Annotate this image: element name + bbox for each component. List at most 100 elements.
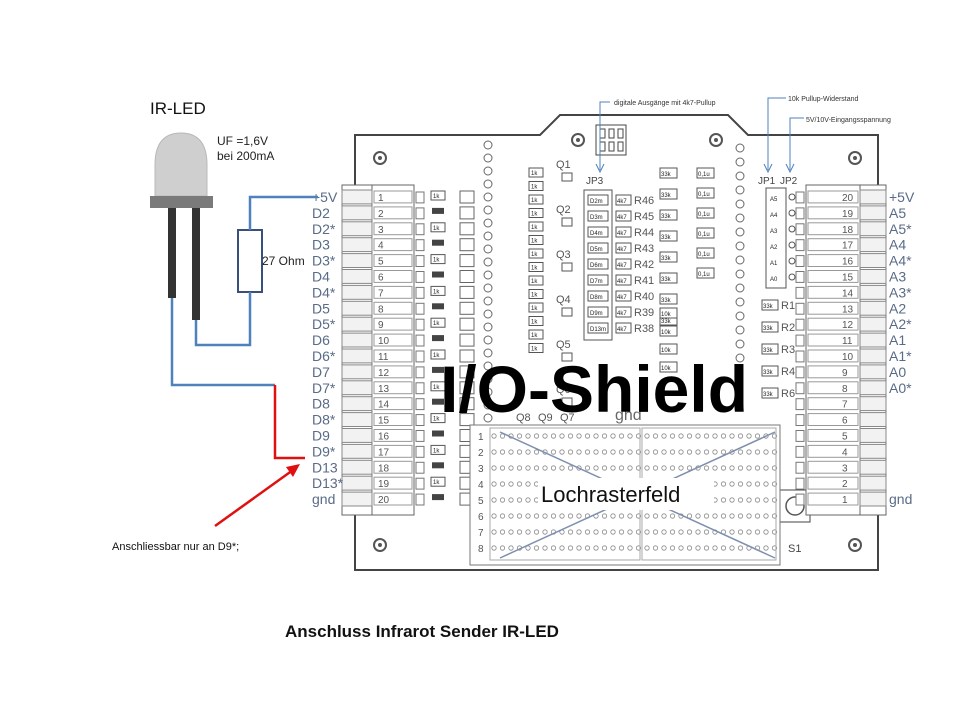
- diode: [432, 239, 444, 246]
- header-pad: [483, 270, 493, 280]
- right-terminal-cell: [807, 206, 859, 220]
- right-pin-label: A3*: [889, 284, 912, 300]
- perfboard-hole: [729, 481, 735, 487]
- right-row-number: 5: [842, 432, 848, 443]
- header-pad-right: [735, 157, 745, 167]
- perfboard-hole: [652, 449, 659, 455]
- jp3-pin-label: D9m: [590, 311, 603, 317]
- right-terminal-cell: [807, 492, 859, 506]
- resistor-33k: [659, 209, 678, 221]
- resistor-33k-label: 33k: [661, 193, 672, 199]
- perfboard-hole: [729, 545, 735, 551]
- perfboard-hole: [550, 545, 557, 551]
- transistor-label: Q2: [556, 204, 571, 216]
- resistor-1k-label: 1k: [433, 448, 440, 454]
- resistor-33k-label: 33k: [661, 277, 672, 283]
- resistor-4k7: [615, 210, 632, 222]
- perfboard-hole: [559, 513, 565, 519]
- resistor-ref-label: R41: [634, 275, 654, 287]
- resistor-1k-mid: [528, 208, 544, 218]
- perfboard-hole: [601, 449, 608, 455]
- perfboard-hole: [516, 481, 523, 487]
- resistor-1k-mid: [528, 181, 544, 191]
- left-row-number: 14: [378, 400, 390, 411]
- right-pin-label: A5*: [889, 221, 912, 237]
- left-terminal-cell: [373, 492, 413, 506]
- jp3-pin-label: D2m: [590, 199, 603, 205]
- left-terminal-cell: [373, 429, 413, 442]
- resistor-10k: [659, 307, 678, 319]
- header-pad-right: [735, 199, 745, 209]
- resistor-ref-label: R40: [634, 291, 654, 303]
- right-terminal-slot: [859, 284, 887, 300]
- perfboard-hole: [644, 449, 650, 455]
- resistor-4k7-label: 4k7: [617, 215, 627, 221]
- perfboard-hole: [763, 481, 769, 487]
- ir-led: [150, 132, 213, 320]
- perfboard-hole: [499, 513, 506, 519]
- perfboard-hole: [491, 529, 497, 535]
- header-pad: [483, 361, 493, 371]
- perfboard-hole: [533, 465, 540, 471]
- perfboard-hole: [593, 449, 599, 455]
- left-terminal-slot: [341, 189, 373, 205]
- header-pad: [483, 374, 493, 384]
- resistor-4k7: [615, 258, 632, 270]
- perfboard-hole: [601, 433, 608, 439]
- transistor: [561, 217, 573, 227]
- right-terminal-cell: [807, 381, 859, 395]
- resistor-4k7-label: 4k7: [617, 279, 627, 285]
- led-socket: [459, 285, 475, 299]
- right-terminal-cell: [807, 429, 859, 442]
- perfboard-hole: [746, 529, 752, 535]
- jp1-pin-label: A4: [770, 213, 778, 219]
- left-pin-pad: [415, 334, 425, 347]
- left-terminal-slot: [341, 459, 373, 475]
- perfboard-hole: [618, 433, 625, 439]
- note-input-voltage: 5V/10V-Eingangsspannung: [806, 117, 891, 124]
- left-pin-pad: [415, 239, 425, 252]
- wire-resistor-to-5v: [248, 195, 318, 230]
- left-row-number: 6: [378, 273, 384, 284]
- perfboard-hole: [499, 449, 506, 455]
- right-terminal-cell: [807, 270, 859, 283]
- perfboard-hole: [627, 529, 633, 535]
- right-terminal-cell: [807, 460, 859, 474]
- jp3-pin: [587, 290, 609, 302]
- perfboard-hole: [567, 465, 574, 471]
- resistor-10k-label: 10k: [661, 312, 672, 318]
- left-pin-pad: [415, 382, 425, 395]
- led-socket: [459, 254, 475, 268]
- right-pin-label: A4*: [889, 253, 912, 269]
- resistor-33k-right: [761, 365, 779, 377]
- left-pin-label: D2*: [312, 221, 336, 237]
- right-row-number: 6: [842, 416, 848, 427]
- top-header-pins: [599, 128, 624, 152]
- perfboard-hole: [737, 497, 744, 503]
- left-row-number: 15: [378, 416, 390, 427]
- header-pad: [483, 166, 493, 176]
- resistor-33k: [659, 167, 678, 179]
- perfboard-hole: [763, 545, 769, 551]
- capacitor: [696, 227, 715, 239]
- resistor-1k-mid-label: 1k: [531, 293, 538, 299]
- left-pin-pad: [415, 445, 425, 458]
- perfboard-hole: [601, 465, 608, 471]
- right-pin-pad: [795, 445, 805, 458]
- perfboard-row-number: 6: [478, 512, 484, 523]
- resistor-33k-right-label: 33k: [763, 370, 774, 376]
- led-socket: [459, 238, 475, 252]
- resistor-4k7: [615, 274, 632, 286]
- jp3-pin-label: D4m: [590, 231, 603, 237]
- jp2-pad: [788, 241, 796, 249]
- left-row-number: 1: [378, 193, 384, 204]
- left-row-number: 13: [378, 384, 390, 395]
- right-terminal-slot: [859, 269, 887, 284]
- resistor-ref-label: R42: [634, 259, 654, 271]
- transistor: [561, 307, 573, 317]
- perfboard-row-number: 5: [478, 496, 484, 507]
- perfboard-hole: [652, 545, 659, 551]
- left-pin-pad: [415, 271, 425, 283]
- right-row-number: 8: [842, 384, 848, 395]
